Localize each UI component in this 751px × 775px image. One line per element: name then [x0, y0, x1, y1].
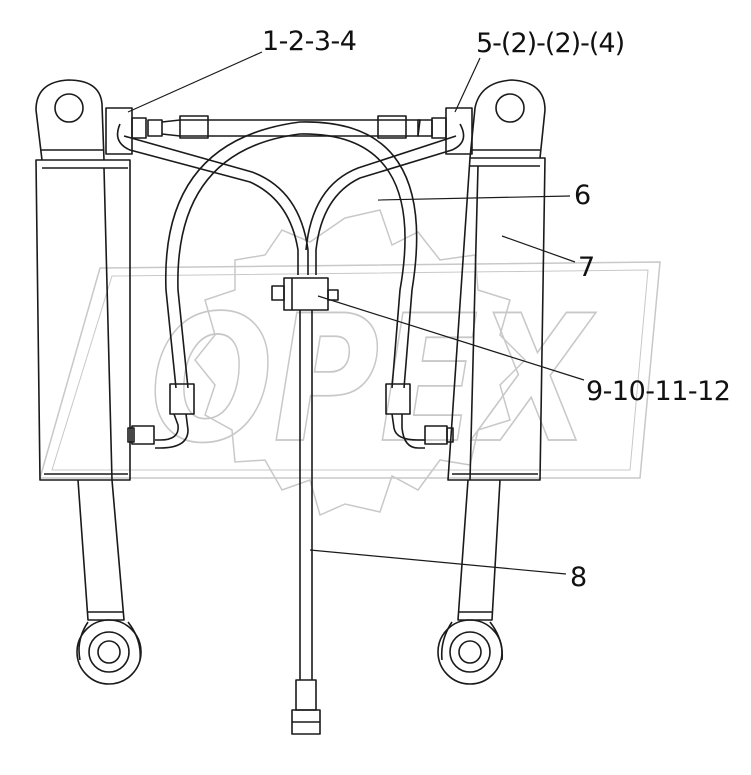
leader-1-2-3-4: [127, 51, 263, 113]
callout-9-10-11-12: 9-10-11-12: [586, 376, 731, 407]
center-clamp: [271, 277, 339, 311]
callout-7: 7: [578, 252, 595, 283]
u-hose: [127, 121, 454, 449]
left-cylinder: [35, 79, 142, 685]
callout-6: 6: [574, 180, 591, 211]
leader-lines: [127, 51, 585, 575]
right-cylinder: [437, 79, 546, 685]
right-cylinder-eye: [495, 93, 525, 123]
down-hose: [291, 310, 321, 735]
right-cylinder-barrel: [447, 157, 546, 481]
y-tube-right: [315, 123, 465, 275]
callout-1-2-3-4: 1-2-3-4: [262, 26, 357, 57]
left-cylinder-barrel: [35, 159, 131, 481]
right-top-fitting: [445, 107, 473, 155]
right-cylinder-rod: [457, 479, 501, 621]
callout-5: 5-(2)-(2)-(4): [476, 28, 625, 59]
right-cylinder-clevis: [469, 79, 546, 159]
left-rod-eye: [76, 619, 142, 685]
leader-9-10-11-12: [317, 295, 585, 381]
left-cylinder-eye: [54, 93, 84, 123]
watermark: OPEX: [39, 209, 661, 517]
top-tube-assembly: [105, 107, 473, 275]
leader-8: [309, 549, 567, 575]
watermark-gear: [194, 209, 527, 517]
leader-6: [377, 195, 571, 201]
y-tube-left: [116, 123, 299, 275]
leader-7: [501, 235, 576, 263]
watermark-text: OPEX: [150, 279, 597, 482]
callout-8: 8: [570, 562, 587, 593]
left-cylinder-rod: [77, 479, 125, 621]
assembly-drawing: [35, 51, 585, 735]
left-cylinder-clevis: [35, 79, 105, 161]
left-top-fitting: [105, 107, 133, 155]
leader-5: [454, 57, 481, 113]
watermark-banner: [39, 261, 661, 479]
